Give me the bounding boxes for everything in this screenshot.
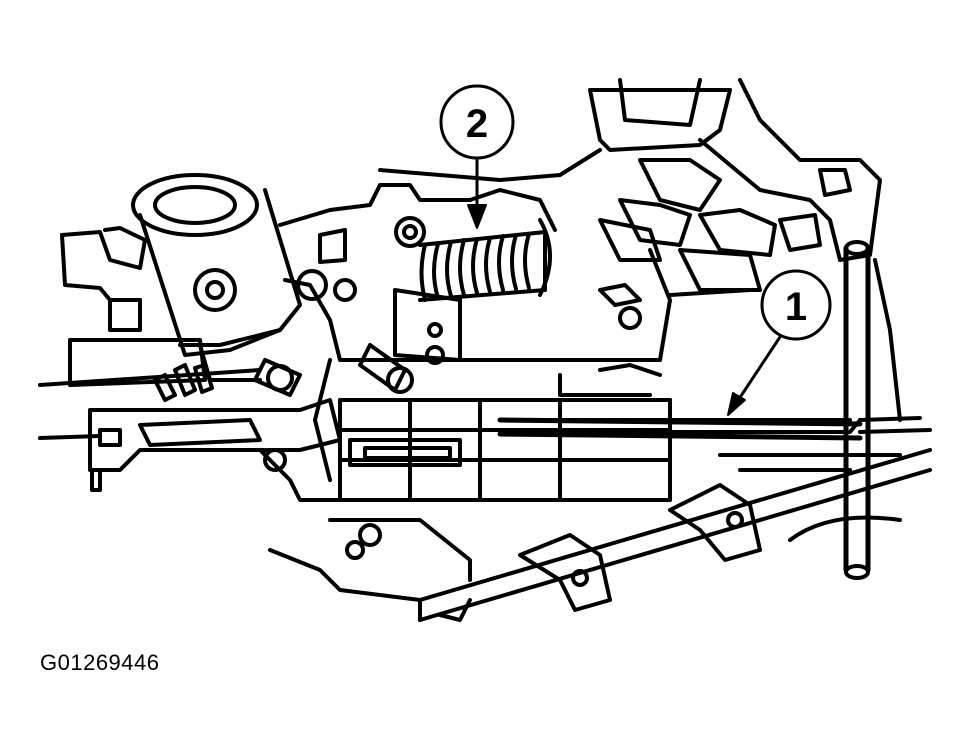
callout-1-number: 1 (785, 285, 807, 329)
spring (393, 218, 552, 365)
t-handle-tool (497, 240, 871, 580)
figure-id-label: G01269446 (40, 650, 160, 675)
callout-2-arrowhead (467, 204, 487, 229)
callout-1-circle (760, 269, 832, 341)
casting-frame (378, 78, 902, 422)
rail-and-clamps (268, 448, 932, 622)
valve-body (258, 183, 672, 502)
pins (253, 216, 642, 560)
callout-1-leader (733, 335, 782, 407)
left-bracket (60, 226, 342, 492)
callout-2-number: 2 (466, 102, 488, 146)
callout-1-arrowhead (727, 392, 746, 416)
callout-1: 1 (727, 269, 832, 416)
cylinder-housing (131, 173, 302, 382)
callout-2: 2 (439, 84, 515, 229)
